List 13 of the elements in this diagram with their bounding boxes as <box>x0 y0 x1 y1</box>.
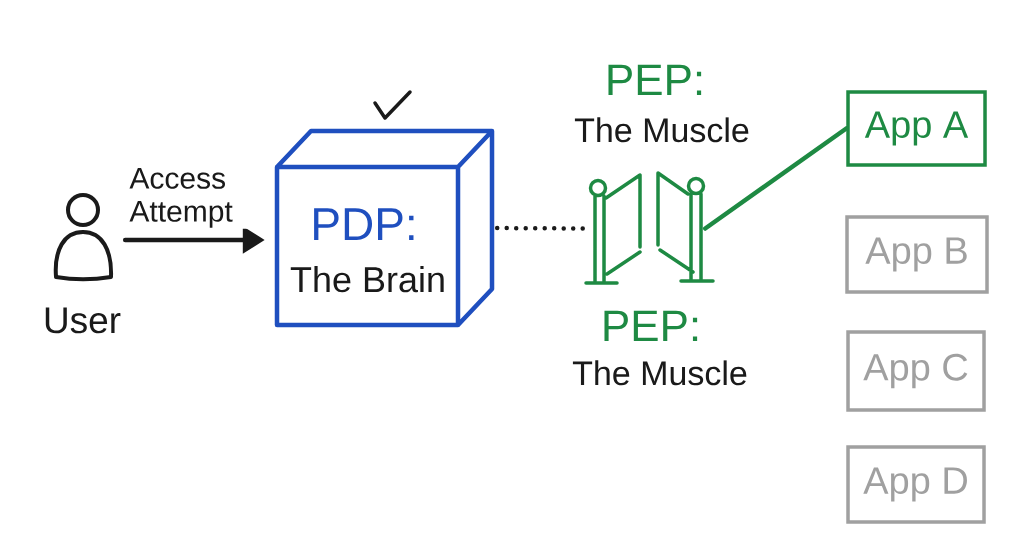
connector-line <box>702 126 849 231</box>
body-text: The Muscle <box>572 360 747 386</box>
app-box: App C <box>846 330 986 412</box>
app-box: App D <box>846 445 986 524</box>
body-text: The Brain <box>290 265 444 293</box>
node-label: User <box>45 307 121 334</box>
title-text: PDP: <box>314 208 414 240</box>
app-box: App A <box>846 90 987 167</box>
app-box: App B <box>845 215 989 294</box>
title-text: PEP: <box>608 64 702 95</box>
title-text: PEP: <box>604 310 698 341</box>
edge-label: Access Attempt <box>128 166 259 229</box>
body-text: The Muscle <box>574 117 749 143</box>
